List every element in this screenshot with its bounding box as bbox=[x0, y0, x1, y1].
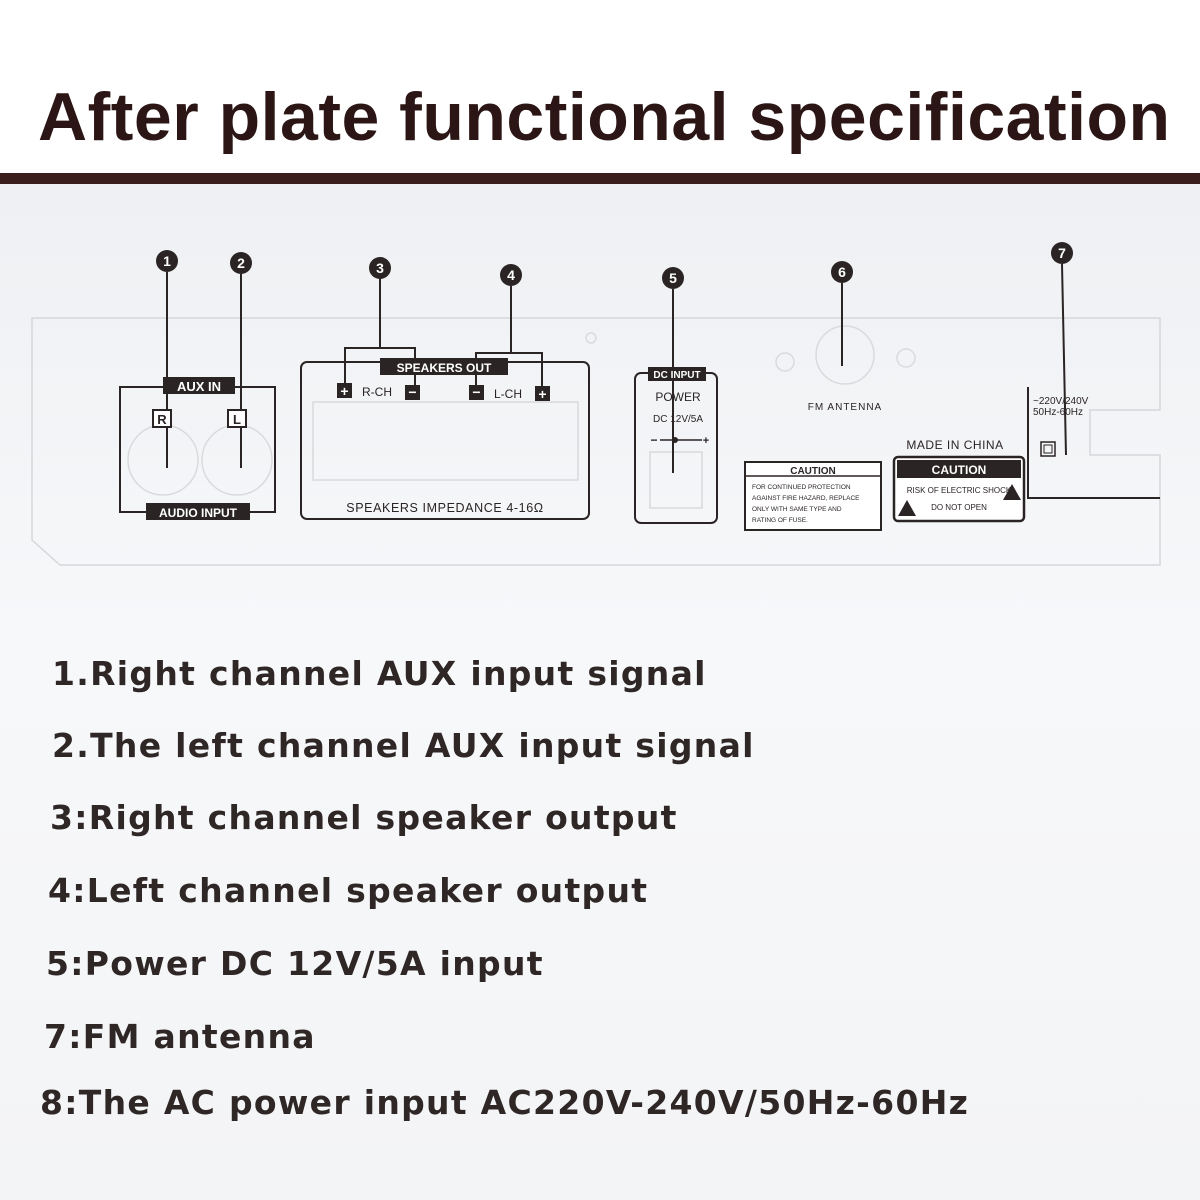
aux-l-jack bbox=[201, 424, 273, 496]
dc-input-block bbox=[634, 289, 718, 524]
speaker-terminal-strip bbox=[312, 401, 579, 481]
svg-text:3: 3 bbox=[376, 260, 384, 276]
leader-line-7 bbox=[1061, 263, 1067, 456]
legend-item-4: 4:Left channel speaker output bbox=[48, 871, 649, 910]
speakers-out-badge bbox=[380, 358, 508, 375]
fm-antenna-socket bbox=[815, 325, 875, 385]
marker-4: 4 bbox=[500, 264, 522, 286]
ac-rating-line-1: ~220V/240V bbox=[1033, 396, 1089, 407]
svg-text:FOR CONTINUED PROTECTION: FOR CONTINUED PROTECTION bbox=[752, 484, 851, 491]
svg-text:1: 1 bbox=[163, 253, 171, 269]
warning-triangle-left-icon bbox=[898, 500, 916, 516]
legend-item-1: 1.Right channel AUX input signal bbox=[52, 654, 707, 693]
panel-outline bbox=[31, 317, 1161, 566]
speakers-impedance-label: SPEAKERS IMPEDANCE 4-16Ω bbox=[346, 501, 543, 515]
r-ch-plus-badge bbox=[337, 383, 352, 398]
title-divider bbox=[0, 173, 1200, 184]
fm-screw-right bbox=[896, 348, 916, 368]
l-ch-minus-badge bbox=[469, 385, 484, 400]
aux-r-badge bbox=[152, 409, 172, 428]
svg-text:5: 5 bbox=[669, 270, 677, 286]
l-ch-minus: − bbox=[472, 384, 480, 400]
legend-item-8: 8:The AC power input AC220V-240V/50Hz-60… bbox=[40, 1083, 970, 1122]
fm-screw-left bbox=[775, 352, 795, 372]
svg-text:CAUTION: CAUTION bbox=[790, 466, 836, 477]
aux-in-badge bbox=[163, 377, 235, 394]
caution-fuse-label: CAUTION FOR CONTINUED PROTECTION AGAINST… bbox=[744, 461, 882, 531]
svg-text:CAUTION: CAUTION bbox=[932, 463, 987, 477]
marker-5: 5 bbox=[662, 267, 684, 289]
svg-text:4: 4 bbox=[507, 267, 515, 283]
l-ch-plus-badge bbox=[535, 386, 550, 401]
audio-input-badge bbox=[146, 503, 250, 520]
r-ch-minus-badge bbox=[405, 385, 420, 400]
legend-item-7: 7:FM antenna bbox=[44, 1017, 316, 1056]
aux-r-label: R bbox=[157, 412, 167, 427]
svg-text:7: 7 bbox=[1058, 245, 1066, 261]
power-label: POWER bbox=[655, 390, 701, 404]
marker-6: 6 bbox=[831, 261, 853, 283]
svg-text:RATING OF FUSE.: RATING OF FUSE. bbox=[752, 517, 808, 524]
svg-text:6: 6 bbox=[838, 264, 846, 280]
svg-text:AGAINST FIRE HAZARD, REPLACE: AGAINST FIRE HAZARD, REPLACE bbox=[752, 495, 860, 502]
printed-sheet bbox=[0, 184, 1200, 1200]
speakers-out-label: SPEAKERS OUT bbox=[397, 361, 492, 375]
marker-3: 3 bbox=[369, 257, 391, 279]
aux-l-label: L bbox=[233, 412, 241, 427]
marker-2: 2 bbox=[230, 252, 252, 274]
audio-input-label: AUDIO INPUT bbox=[159, 506, 238, 520]
r-ch-minus: − bbox=[408, 384, 416, 400]
svg-text:RISK OF ELECTRIC SHOCK: RISK OF ELECTRIC SHOCK bbox=[907, 486, 1012, 495]
made-in-china-label: MADE IN CHINA bbox=[906, 438, 1003, 452]
warning-triangle-right-icon bbox=[1003, 484, 1021, 500]
dc-jack-outline bbox=[649, 451, 703, 509]
r-ch-plus: + bbox=[340, 383, 348, 399]
marker-7: 7 bbox=[1051, 242, 1073, 264]
l-ch-label: L-CH bbox=[494, 387, 522, 401]
fm-antenna-block bbox=[585, 325, 916, 385]
dc-rating-label: DC 12V/5A bbox=[653, 414, 703, 425]
r-ch-label: R-CH bbox=[362, 385, 392, 399]
legend-item-5: 5:Power DC 12V/5A input bbox=[46, 944, 544, 983]
svg-text:DO NOT OPEN: DO NOT OPEN bbox=[931, 503, 987, 512]
legend-item-3: 3:Right channel speaker output bbox=[50, 798, 678, 837]
ac-input-block bbox=[1027, 263, 1160, 499]
panel-screw-hole bbox=[585, 332, 597, 344]
dc-input-badge bbox=[648, 367, 706, 381]
caution-shock-label: CAUTION RISK OF ELECTRIC SHOCK DO NOT OP… bbox=[892, 455, 1026, 523]
aux-in-frame bbox=[119, 386, 276, 513]
dc-input-label: DC INPUT bbox=[653, 370, 700, 381]
aux-r-jack bbox=[127, 424, 199, 496]
ac-input-frame bbox=[1027, 387, 1160, 499]
aux-in-label: AUX IN bbox=[177, 379, 221, 394]
legend-item-2: 2.The left channel AUX input signal bbox=[52, 726, 755, 765]
svg-text:2: 2 bbox=[237, 255, 245, 271]
aux-in-block bbox=[119, 272, 276, 513]
ac-switch-icon bbox=[1040, 441, 1056, 457]
marker-1: 1 bbox=[156, 250, 178, 272]
ac-rating-line-2: 50Hz-60Hz bbox=[1033, 407, 1083, 418]
polarity-dot bbox=[672, 437, 678, 443]
polarity-plus: + bbox=[703, 435, 709, 447]
polarity-minus: − bbox=[650, 433, 657, 447]
svg-text:ONLY WITH SAME TYPE AND: ONLY WITH SAME TYPE AND bbox=[752, 506, 842, 513]
aux-l-badge bbox=[227, 409, 247, 428]
fm-antenna-label: FM ANTENNA bbox=[808, 402, 882, 413]
l-ch-plus: + bbox=[538, 386, 546, 402]
page-title: After plate functional specification bbox=[38, 79, 1171, 155]
